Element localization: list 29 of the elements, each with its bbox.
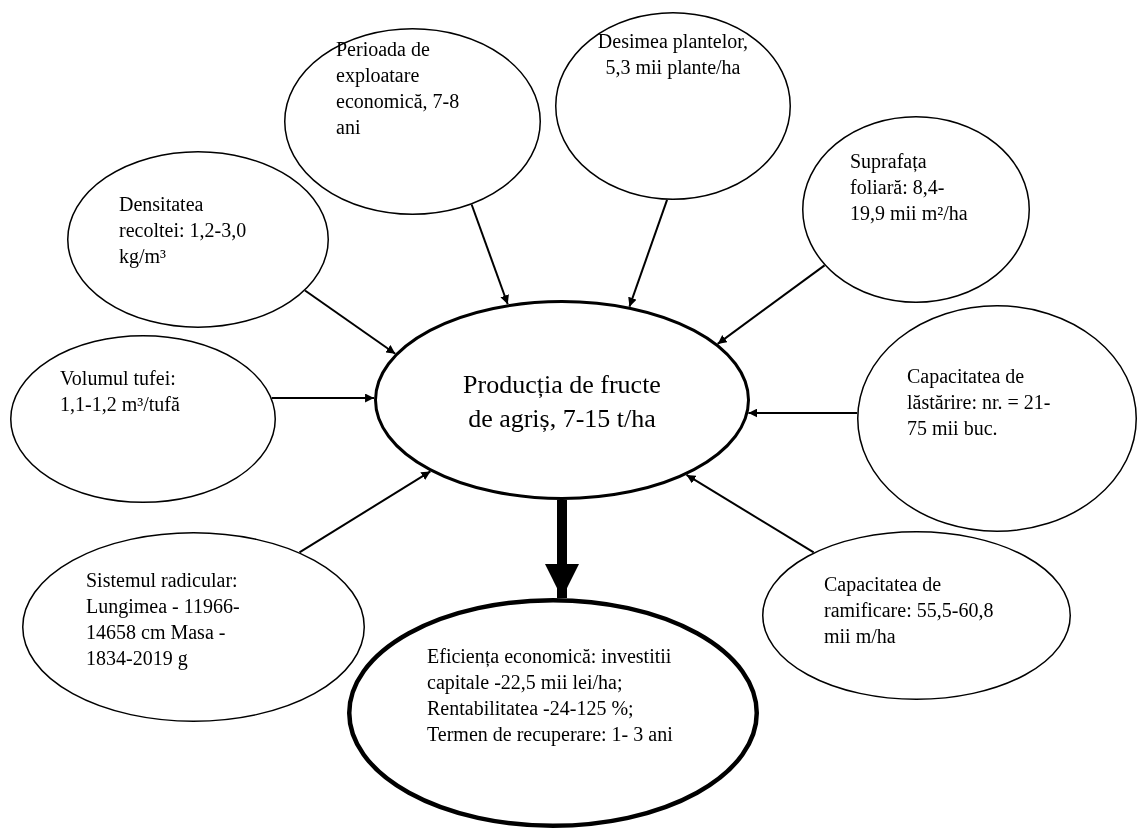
ellipse-node (10, 335, 276, 503)
arrow (685, 473, 815, 554)
ellipse-node (22, 532, 365, 722)
ellipse-node (802, 116, 1030, 303)
node-text: Producția de fructe de agriș, 7-15 t/ha (462, 369, 662, 435)
node-text: Sistemul radicular: Lungimea - 11966-14658 cm Masa - 1834-2019 g (86, 568, 241, 671)
arrow (747, 408, 859, 418)
ellipse-node (555, 12, 791, 200)
node-text: Densitatea recoltei: 1,2-3,0 kg/m³ (119, 192, 248, 269)
arrow (270, 393, 376, 403)
ellipse-node (762, 531, 1071, 700)
ellipse-node (857, 305, 1137, 532)
arrow (545, 500, 579, 599)
arrow (304, 289, 397, 355)
node-text: Desimea plantelor, 5,3 mii plante/ha (596, 29, 750, 80)
node-text: Perioada de exploatare economică, 7-8 ani (336, 37, 461, 140)
node-text: Eficiența economică: investitii capitale -22,5 mii lei/ha; Rentabilitatea -24-125 %; Termen de recuperare: 1- 3 ani (427, 644, 674, 747)
ellipse-node (374, 300, 750, 500)
node-text: Capacitatea de lăstărire: nr. = 21-75 mii buc. (907, 364, 1052, 441)
node-text: Capacitatea de ramificare: 55,5-60,8 mii m/ha (824, 572, 995, 649)
ellipse-node (284, 28, 541, 215)
arrow (628, 198, 669, 308)
ellipse-node (67, 151, 329, 328)
arrow (716, 264, 826, 345)
ellipse-node (347, 598, 759, 828)
node-text: Volumul tufei: 1,1-1,2 m³/tufă (60, 366, 181, 417)
arrow (298, 470, 432, 554)
arrow (470, 203, 509, 306)
node-text: Suprafața foliară: 8,4-19,9 mii m²/ha (850, 149, 969, 226)
